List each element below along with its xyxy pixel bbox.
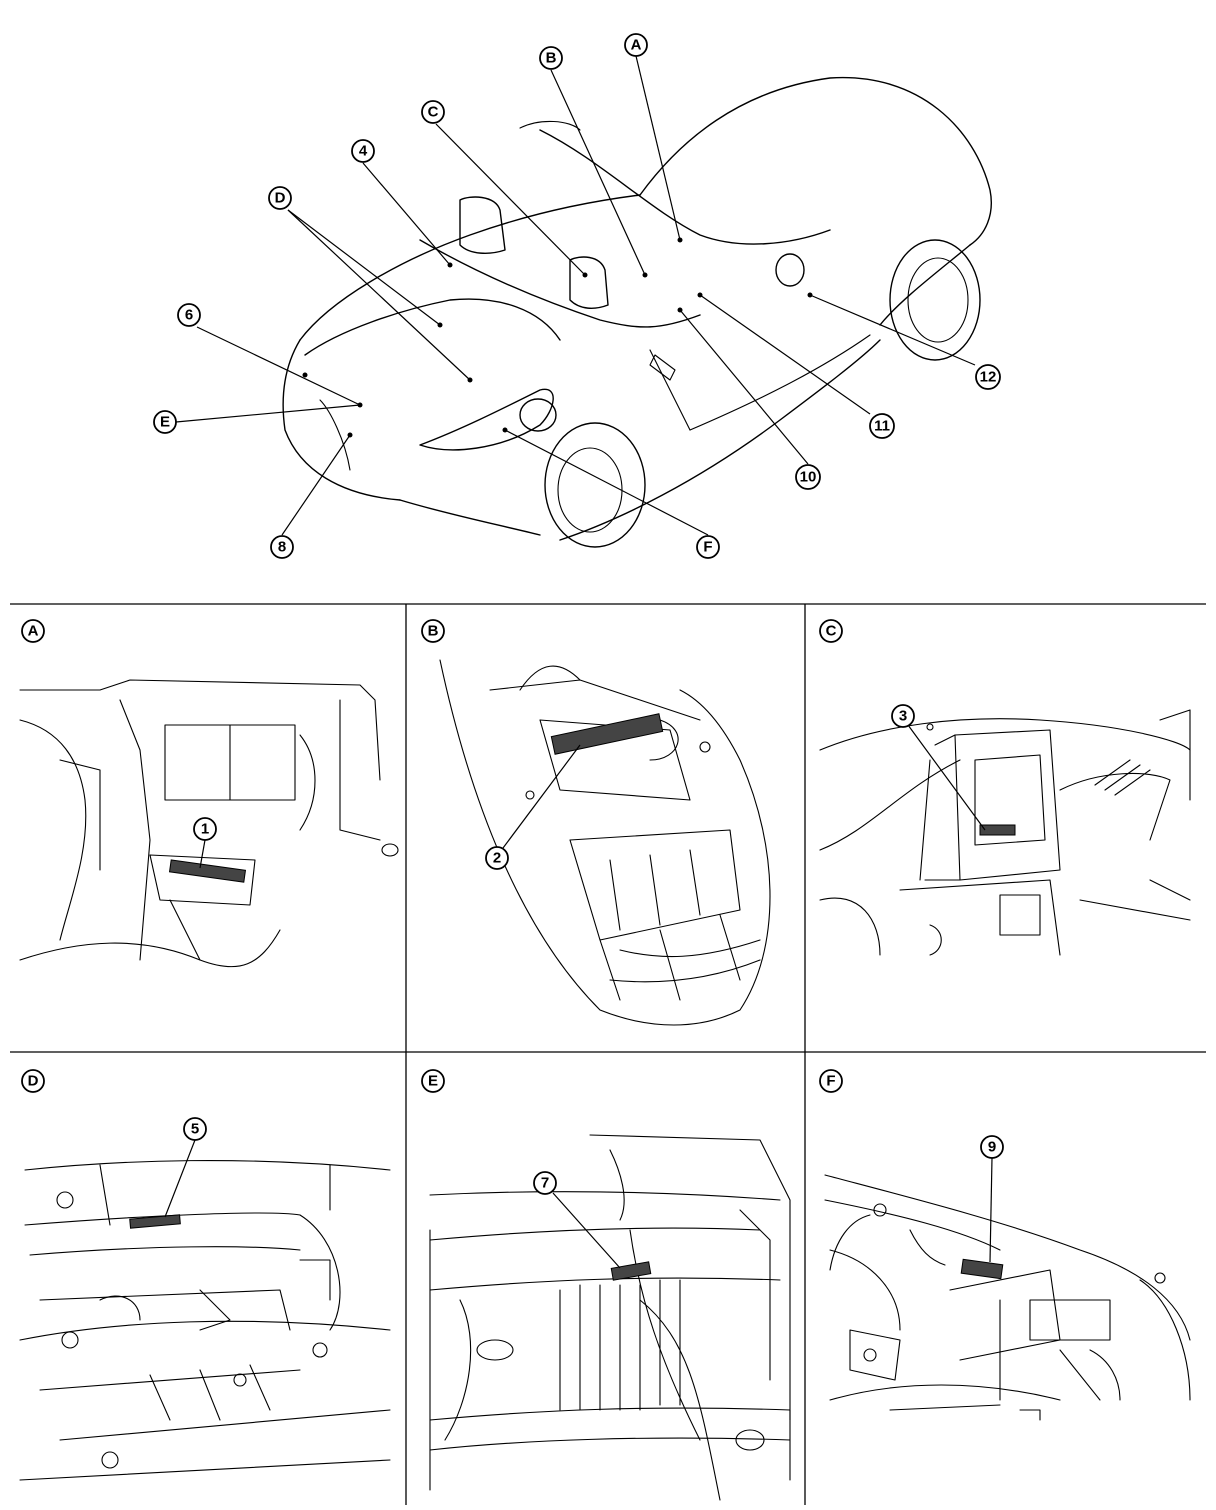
svg-text:F: F: [826, 1073, 835, 1090]
svg-text:10: 10: [800, 469, 817, 486]
detail-grid: [10, 603, 1206, 1505]
panel-C: C 3: [819, 619, 1191, 956]
callout-4: 4: [351, 139, 375, 163]
svg-text:D: D: [28, 1073, 39, 1090]
svg-text:7: 7: [541, 1175, 549, 1192]
leader-lines: [175, 55, 976, 536]
panel-E: E 7: [421, 1069, 791, 1501]
panel-B: B 2: [421, 619, 771, 1026]
svg-text:1: 1: [201, 821, 209, 838]
callout-8: 8: [270, 535, 294, 559]
svg-text:9: 9: [988, 1139, 996, 1156]
svg-text:D: D: [275, 190, 286, 207]
callout-C: C: [421, 100, 445, 124]
panel-D: D 5: [19, 1069, 391, 1481]
svg-text:A: A: [631, 37, 642, 54]
svg-text:C: C: [826, 623, 837, 640]
svg-text:11: 11: [874, 418, 890, 435]
panel-A: A 1: [19, 619, 399, 968]
svg-text:8: 8: [278, 539, 286, 556]
callout-B: B: [539, 46, 563, 70]
svg-text:5: 5: [191, 1121, 199, 1138]
callout-12: 12: [975, 364, 1001, 390]
svg-text:2: 2: [493, 850, 501, 867]
svg-text:B: B: [546, 50, 557, 67]
car-overview: [282, 76, 992, 548]
panel-F: F 9: [819, 1069, 1191, 1421]
svg-text:12: 12: [980, 369, 997, 386]
callout-E: E: [153, 410, 177, 434]
svg-text:E: E: [428, 1073, 438, 1090]
svg-text:4: 4: [359, 143, 368, 160]
svg-text:3: 3: [899, 708, 907, 725]
svg-text:6: 6: [185, 307, 193, 324]
callout-6: 6: [177, 303, 201, 327]
callout-A: A: [624, 33, 648, 57]
callout-F: F: [696, 535, 720, 559]
svg-text:A: A: [28, 623, 39, 640]
callout-10: 10: [795, 464, 821, 490]
svg-text:B: B: [428, 623, 439, 640]
svg-text:C: C: [428, 104, 439, 121]
svg-text:F: F: [703, 539, 712, 556]
svg-text:E: E: [160, 414, 170, 431]
callout-11: 11: [869, 413, 895, 439]
callout-D: D: [268, 186, 292, 210]
